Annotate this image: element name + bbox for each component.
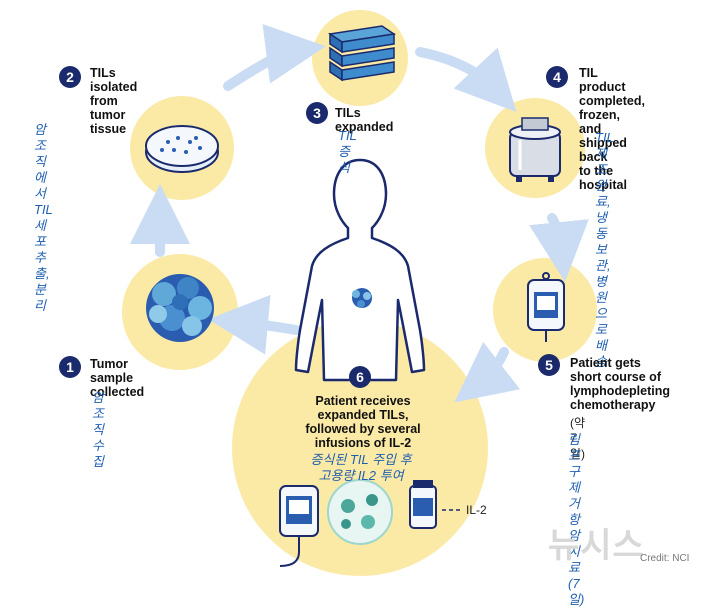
step-number-badge: 4 [546, 66, 568, 88]
iv-bag-icon [527, 272, 565, 342]
step-5-english-label: Patient gets short course of lymphodeple… [570, 356, 670, 412]
step-number-badge: 1 [59, 356, 81, 378]
step-number-badge: 2 [59, 66, 81, 88]
step-4-english-label: TIL product completed, frozen, and shipp… [579, 66, 645, 192]
step-1-korean-label: 암조직 수집 [92, 390, 104, 469]
culture-flasks-icon [327, 25, 397, 82]
watermark-logo: 뉴시스 [548, 527, 645, 565]
tumor-cluster-icon [146, 274, 214, 342]
iv-bag-infusion-icon [279, 485, 319, 567]
diagram-artwork [122, 10, 597, 576]
step-1-english-label: Tumor sample collected [90, 357, 145, 399]
step-4-korean-label: TIL 제조 완료, 냉동 보관, 병원으로 배송 [595, 130, 614, 369]
step-number-badge: 6 [349, 366, 371, 388]
step-5-duration-note: (약 7일) [570, 416, 586, 461]
il2-label: IL-2 [466, 503, 487, 517]
step-3-korean-label: TIL 증식 [338, 128, 357, 175]
image-credit: Credit: NCI [640, 553, 690, 564]
step-2-korean-label: 암조직에서 TIL 세포 추출, 분리 [34, 122, 53, 313]
step-2-english-label: TILs isolated from tumor tissue [90, 66, 138, 136]
step-number-badge: 3 [306, 102, 328, 124]
il2-vial-icon [409, 480, 462, 529]
step-number-badge: 5 [538, 354, 560, 376]
cryo-tank-icon [509, 117, 561, 182]
step-6-korean-label: 증식된 TIL 주입 후 고용량 IL2 투여 [310, 452, 412, 483]
tumor-in-body-icon [352, 288, 372, 308]
cycle-arrows [130, 23, 589, 403]
step-3-english-label: TILs expanded [335, 106, 394, 134]
step-6-english-label: Patient receives expanded TILs, followed… [305, 394, 421, 450]
petri-dish-icon [145, 125, 219, 173]
expanded-tils-icon [327, 479, 393, 545]
